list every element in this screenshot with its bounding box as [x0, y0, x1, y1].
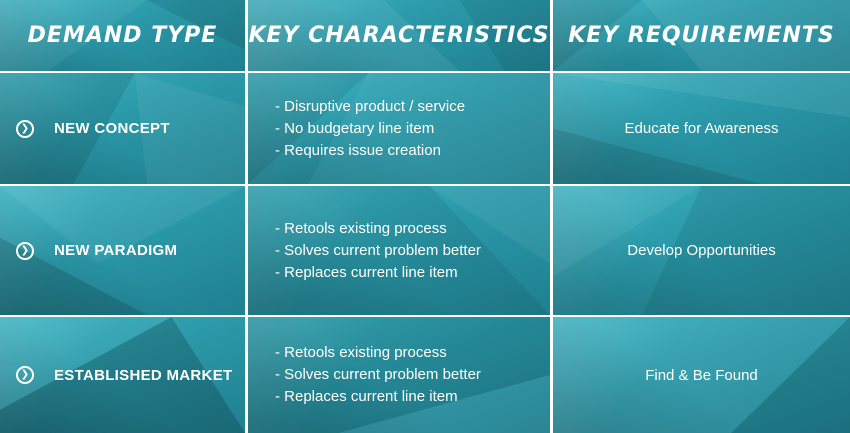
list-item: - Disruptive product / service — [275, 97, 466, 115]
row-new-concept-characteristics: - Disruptive product / service - No budg… — [248, 73, 550, 184]
row-new-concept-type: ❯ NEW CONCEPT — [0, 73, 245, 184]
row-established-market-characteristics: - Retools existing process - Solves curr… — [248, 317, 550, 433]
chevron-circle-right-icon: ❯ — [16, 241, 34, 260]
list-item: - Solves current problem better — [275, 366, 481, 383]
demand-type-label: ESTABLISHED MARKET — [54, 366, 233, 384]
row-new-paradigm-characteristics: - Retools existing process - Solves curr… — [248, 186, 550, 315]
demand-type-label: NEW PARADIGM — [54, 242, 178, 259]
list-item: - Requires issue creation — [275, 141, 441, 159]
row-established-market-type: ❯ ESTABLISHED MARKET — [0, 317, 245, 433]
characteristics-list: - Retools existing process - Solves curr… — [275, 342, 481, 408]
list-item: - Replaces current line item — [275, 263, 458, 281]
list-item: - Retools existing process — [275, 219, 447, 237]
chevron-circle-right-icon: ❯ — [16, 366, 34, 384]
characteristics-list: - Disruptive product / service - No budg… — [275, 96, 465, 162]
list-item: - Solves current problem better — [275, 241, 481, 259]
row-new-paradigm-type: ❯ NEW PARADIGM — [0, 186, 245, 315]
header-key-characteristics: KEY CHARACTERISTICS — [248, 0, 550, 71]
requirement-label: Educate for Awareness — [624, 120, 779, 137]
list-item: - Replaces current line item — [275, 388, 458, 405]
characteristics-list: - Retools existing process - Solves curr… — [275, 218, 481, 284]
list-item: - Retools existing process — [275, 344, 447, 361]
header-label: DEMAND TYPE — [27, 23, 218, 48]
requirement-label: Develop Opportunities — [627, 242, 776, 259]
header-key-requirements: KEY REQUIREMENTS — [553, 0, 850, 71]
header-demand-type: DEMAND TYPE — [0, 0, 245, 71]
requirement-label: Find & Be Found — [645, 366, 758, 384]
demand-type-label: NEW CONCEPT — [54, 120, 170, 137]
header-label: KEY REQUIREMENTS — [568, 23, 835, 48]
row-new-paradigm-requirement: Develop Opportunities — [553, 186, 850, 315]
row-new-concept-requirement: Educate for Awareness — [553, 73, 850, 184]
header-label: KEY CHARACTERISTICS — [248, 23, 550, 48]
list-item: - No budgetary line item — [275, 119, 435, 137]
chevron-circle-right-icon: ❯ — [16, 119, 34, 138]
row-established-market-requirement: Find & Be Found — [553, 317, 850, 433]
